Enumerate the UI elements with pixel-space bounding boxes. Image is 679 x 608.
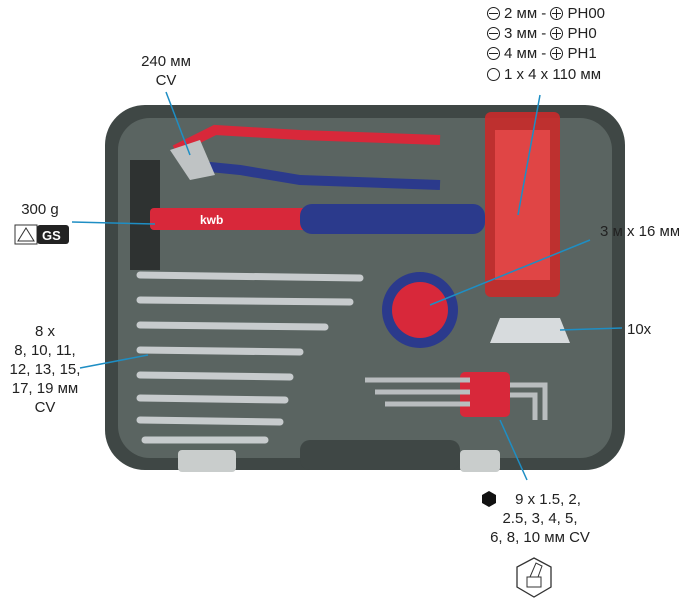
- tape-measure-label: 3 м x 16 мм: [600, 223, 679, 240]
- certification-icons: GS: [14, 224, 69, 245]
- handle-size: 1 x 4 x 110 мм: [504, 66, 602, 83]
- latch-left: [178, 450, 236, 472]
- hex-key-set: [365, 372, 548, 420]
- screwdriver-set: [485, 112, 560, 297]
- hammer-weight: 300 g: [21, 201, 59, 218]
- slotted-icon: [487, 47, 500, 60]
- pliers-material: CV: [155, 72, 177, 89]
- utility-blades: [490, 318, 570, 343]
- slot-size: 2 мм: [504, 5, 538, 22]
- circle-icon: [487, 68, 500, 81]
- screwdriver-spec-1: 2 мм - PH00: [487, 4, 605, 23]
- svg-text:kwb: kwb: [200, 213, 223, 227]
- pliers-size-label: 240 мм CV: [138, 52, 194, 90]
- water-pump-pliers: [170, 124, 441, 190]
- hex-socket-icon: [516, 557, 552, 598]
- case-handle: [300, 440, 460, 470]
- pliers-size: 240 мм: [141, 53, 191, 70]
- phillips-size: PH00: [567, 5, 606, 22]
- slot-size: 4 мм: [504, 45, 538, 62]
- hex-bullet-icon: [482, 491, 496, 507]
- wrench-count: 8 x: [34, 323, 55, 340]
- separator: -: [537, 25, 551, 42]
- wrench-sizes: 17, 19 мм: [11, 380, 79, 397]
- screwdriver-handle-spec: 1 x 4 x 110 мм: [487, 65, 601, 84]
- screwdriver-spec-3: 4 мм - PH1: [487, 44, 597, 63]
- slot-size: 3 мм: [504, 25, 538, 42]
- blades-label: 10x: [627, 321, 652, 338]
- slotted-icon: [487, 7, 500, 20]
- separator: -: [537, 5, 551, 22]
- svg-text:GS: GS: [42, 228, 61, 243]
- phillips-icon: [550, 47, 564, 60]
- hex-key-sizes: 6, 8, 10 мм CV: [490, 529, 590, 546]
- phillips-size: PH0: [567, 25, 597, 42]
- hex-keys-label: 9 x 1.5, 2, 2.5, 3, 4, 5, 6, 8, 10 мм CV: [470, 490, 610, 547]
- phillips-icon: [550, 27, 564, 40]
- screwdriver-spec-2: 3 мм - PH0: [487, 24, 597, 43]
- hammer: kwb: [130, 160, 485, 270]
- wrench-sizes: 12, 13, 15,: [9, 361, 81, 378]
- wrench-sizes: 8, 10, 11,: [14, 342, 76, 359]
- phillips-icon: [550, 7, 564, 20]
- hex-key-sizes: 9 x 1.5, 2,: [515, 491, 581, 508]
- tape-measure: [382, 272, 458, 348]
- phillips-size: PH1: [567, 45, 597, 62]
- hex-key-sizes: 2.5, 3, 4, 5,: [502, 510, 578, 527]
- latch-right: [460, 450, 500, 472]
- wrench-material: CV: [34, 399, 56, 416]
- combination-wrenches: [136, 271, 364, 444]
- wrenches-label: 8 x 8, 10, 11, 12, 13, 15, 17, 19 мм CV: [0, 322, 90, 417]
- callout-lines: [71, 91, 623, 481]
- separator: -: [537, 45, 551, 62]
- slotted-icon: [487, 27, 500, 40]
